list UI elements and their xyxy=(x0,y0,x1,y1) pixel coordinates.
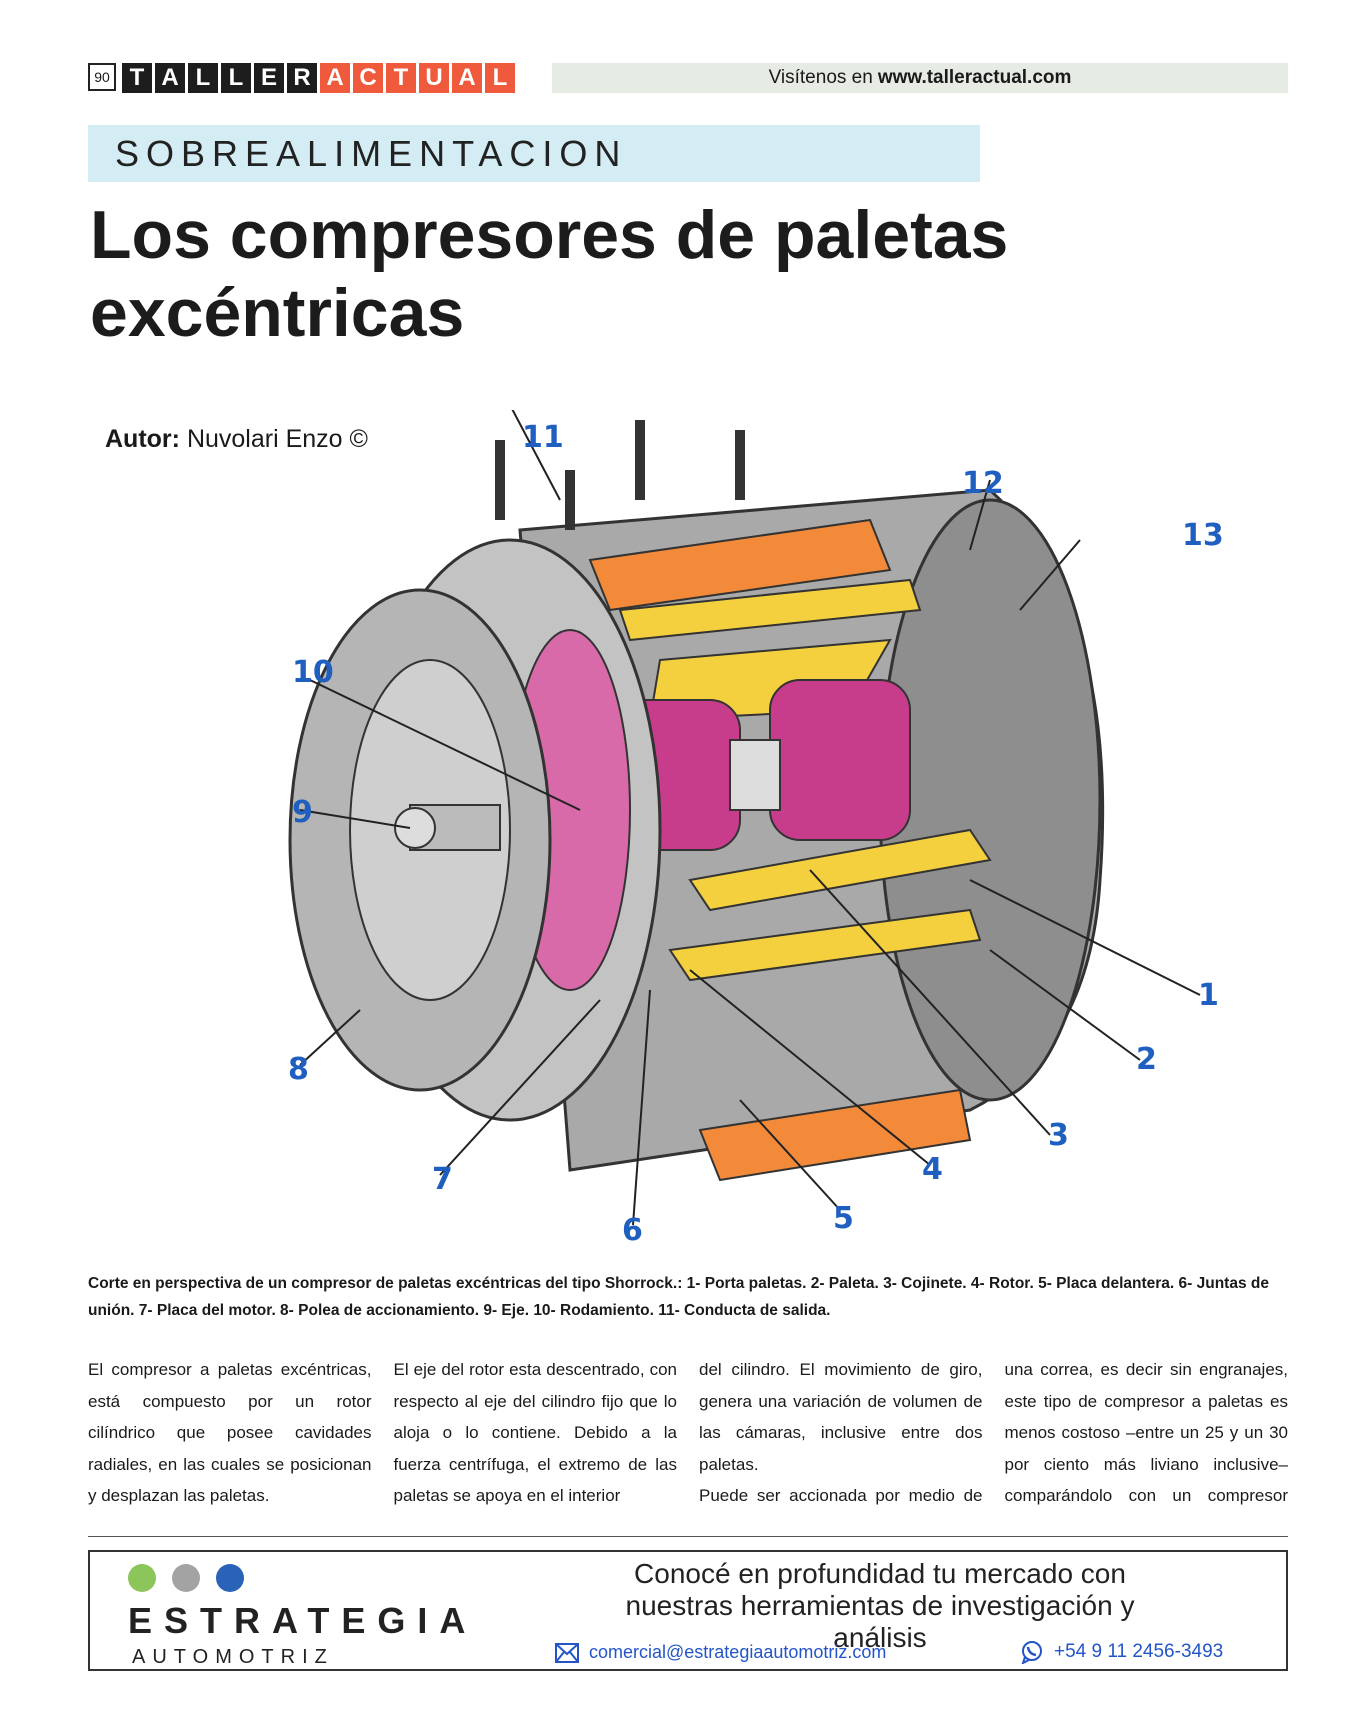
page-number: 90 xyxy=(88,63,116,91)
logo-dot-blue xyxy=(216,1564,244,1592)
body-column-1: El compresor a paletas excéntricas, está… xyxy=(88,1354,372,1512)
callout-2: 2 xyxy=(1136,1042,1157,1077)
divider xyxy=(88,1536,1288,1537)
ad-phone[interactable]: +54 9 11 2456-3493 xyxy=(1020,1640,1223,1664)
ad-email[interactable]: comercial@estrategiaautomotriz.com xyxy=(555,1642,886,1663)
ad-email-link[interactable]: comercial@estrategiaautomotriz.com xyxy=(589,1642,887,1662)
logo-letter: C xyxy=(353,63,383,93)
envelope-icon xyxy=(555,1642,579,1663)
body-column-3: del cilindro. El movimiento de giro, gen… xyxy=(699,1354,983,1512)
logo-dot-gray xyxy=(172,1564,200,1592)
logo-letter: L xyxy=(485,63,515,93)
figure-caption: Corte en perspectiva de un compresor de … xyxy=(88,1275,1269,1319)
callout-4: 4 xyxy=(922,1152,943,1187)
logo-letter: A xyxy=(320,63,350,93)
whatsapp-icon xyxy=(1021,1641,1042,1664)
logo-dot-green xyxy=(128,1564,156,1592)
advertisement-banner[interactable]: ESTRATEGIA AUTOMOTRIZ Conocé en profundi… xyxy=(88,1550,1288,1671)
logo-letter: R xyxy=(287,63,317,93)
section-label: SOBREALIMENTACION xyxy=(88,125,980,182)
ad-brand: ESTRATEGIA xyxy=(128,1600,478,1641)
callout-7: 7 xyxy=(432,1162,453,1197)
visit-banner: Visítenos en www.talleractual.com xyxy=(552,63,1288,93)
ad-brand-sub: AUTOMOTRIZ xyxy=(132,1646,334,1668)
compressor-cutaway-diagram: 1 2 3 4 5 6 7 8 9 10 11 12 13 xyxy=(270,404,1230,1270)
compressor-illustration xyxy=(288,404,1201,1226)
paragraph: una correa, es decir sin engranajes, est… xyxy=(1004,1360,1289,1505)
callout-13: 13 xyxy=(1182,518,1224,553)
callout-6: 6 xyxy=(622,1213,643,1248)
author-line: Autor: Nuvolari Enzo © xyxy=(105,425,368,454)
logo-letter: A xyxy=(452,63,482,93)
callout-1: 1 xyxy=(1198,978,1219,1013)
callout-10: 10 xyxy=(292,655,334,690)
ad-slogan: Conocé en profundidad tu mercado con nue… xyxy=(625,1558,1135,1653)
callout-5: 5 xyxy=(833,1201,854,1236)
body-column-2: El eje del rotor esta descentrado, con r… xyxy=(394,1354,678,1512)
article-title: Los compresores de paletas excéntricas xyxy=(90,197,1009,351)
author-name: Nuvolari Enzo © xyxy=(186,425,368,453)
callout-3: 3 xyxy=(1048,1118,1069,1153)
body-column-4: una correa, es decir sin engranajes, est… xyxy=(1005,1354,1289,1512)
paragraph: El eje del rotor esta descentrado, con r… xyxy=(393,1360,678,1505)
article-body: El compresor a paletas excéntricas, está… xyxy=(88,1354,1288,1512)
callout-12: 12 xyxy=(962,466,1004,501)
callout-8: 8 xyxy=(288,1052,309,1087)
visit-prefix: Visítenos en xyxy=(768,67,873,88)
author-label: Autor: xyxy=(105,425,180,453)
logo-letter: T xyxy=(386,63,416,93)
ad-phone-number[interactable]: +54 9 11 2456-3493 xyxy=(1054,1641,1224,1662)
logo-letter: U xyxy=(419,63,449,93)
callout-9: 9 xyxy=(292,795,313,830)
logo-letter: A xyxy=(155,63,185,93)
logo-letter: L xyxy=(221,63,251,93)
visit-url-link[interactable]: www.talleractual.com xyxy=(877,67,1072,88)
callout-11: 11 xyxy=(522,420,564,455)
logo-letter: E xyxy=(254,63,284,93)
paragraph: El compresor a paletas excéntricas, está… xyxy=(88,1360,372,1505)
paragraph: Puede ser accionada por medio de xyxy=(699,1486,983,1505)
logo-letter: L xyxy=(188,63,218,93)
paragraph: del cilindro. El movimiento de giro, gen… xyxy=(699,1360,983,1474)
logo-letter: T xyxy=(122,63,152,93)
